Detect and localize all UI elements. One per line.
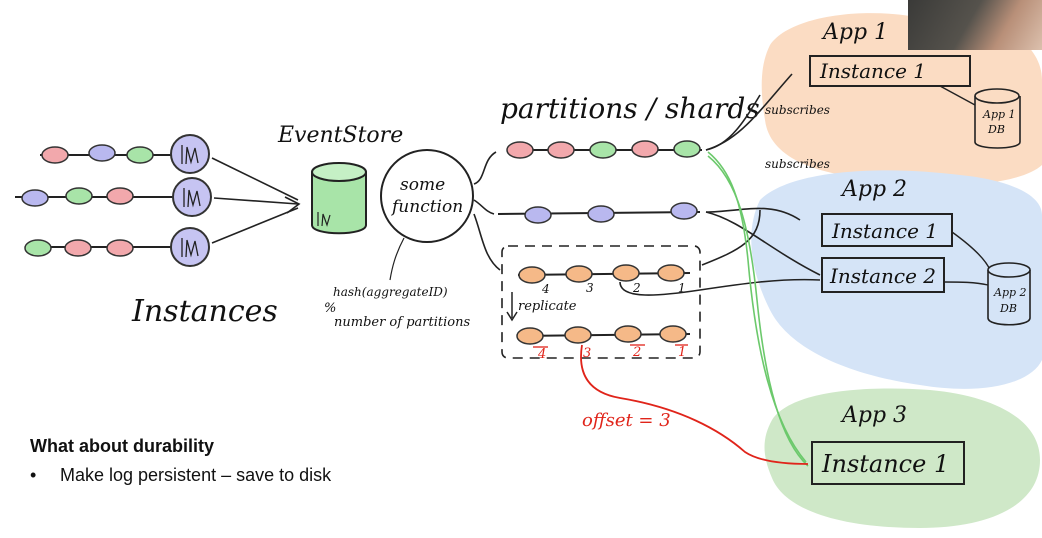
app2-database-icon: App 2 DB [987, 262, 1031, 326]
offset-label: offset = 3 [582, 410, 671, 431]
subscribes-label-2: subscribes [765, 157, 830, 171]
offset-num-bottom: 1 [678, 345, 686, 360]
offset-num-bottom: 2 [632, 345, 641, 360]
app1-title: App 1 [821, 20, 888, 45]
durability-notes: What about durability • Make log persist… [30, 436, 331, 486]
app2-instance2-label: Instance 2 [829, 264, 936, 288]
function-label-line2: function [390, 197, 463, 217]
partition-2 [497, 202, 701, 224]
event-red [106, 239, 134, 257]
event-blue [88, 144, 116, 162]
app1-instance-box [809, 55, 971, 87]
app2-title: App 2 [840, 177, 907, 202]
app3-title: App 3 [840, 403, 907, 428]
event-green [65, 187, 93, 205]
function-pointer [389, 237, 405, 281]
event-red [41, 146, 69, 164]
event-green [24, 239, 52, 257]
offset-num-top: 2 [632, 281, 641, 295]
instance-node [170, 227, 210, 267]
app2-db-label-line1: App 2 [993, 286, 1027, 299]
partition-3-leader [517, 264, 691, 284]
routing-brace [473, 151, 501, 271]
app3-area [764, 388, 1040, 528]
event-red [64, 239, 92, 257]
arrows-to-eventstore [211, 157, 301, 244]
hash-label-line3: number of partitions [334, 315, 470, 330]
subscribes-label-1: subscribes [765, 103, 830, 117]
partition-1 [506, 140, 702, 159]
app2-instance1-label: Instance 1 [831, 219, 938, 243]
eventstore-label: EventStore [277, 123, 403, 148]
partition-3-replica [516, 325, 691, 345]
offset-num-top: 3 [586, 281, 594, 295]
app1-database-icon: App 1 DB [974, 88, 1021, 149]
app2-area [751, 170, 1042, 389]
function-label-line1: some [400, 175, 445, 195]
replicate-arrow [506, 292, 518, 322]
app3-subscription-lines [707, 151, 809, 467]
instances-label: Instances [131, 294, 278, 329]
app2-instance1-box [821, 213, 953, 247]
app1-db-label-line2: DB [987, 123, 1005, 136]
partitions-label: partitions / shards [500, 92, 760, 125]
notes-bullet-text: Make log persistent – save to disk [60, 465, 332, 485]
some-function-node: some function [380, 149, 474, 243]
event-green [126, 146, 154, 164]
app2-db-links [943, 231, 991, 286]
eventstore-database-icon [311, 162, 367, 235]
app1-db-label-line1: App 1 [982, 108, 1016, 121]
webcam-video-overlay [908, 0, 1042, 50]
app3-instance-label: Instance 1 [821, 450, 949, 478]
app2-instance2-box [821, 257, 945, 293]
instance-node [170, 134, 210, 174]
app3-instance-box [811, 441, 965, 485]
app1-db-link [939, 85, 976, 106]
offset-pointer-line [580, 344, 809, 465]
app1-instance-label: Instance 1 [819, 59, 926, 83]
offset-num-top: 1 [678, 281, 686, 295]
offset-num-top: 4 [541, 282, 550, 296]
instance-event-rows [15, 134, 212, 267]
replicate-label: replicate [518, 299, 577, 314]
offset-num-bottom: 3 [583, 346, 591, 361]
hash-label-line1: hash(aggregateID) [333, 285, 448, 299]
offset-num-bottom: 4 [537, 347, 546, 362]
event-blue [21, 189, 49, 207]
notes-bullet-item: • Make log persistent – save to disk [30, 465, 331, 486]
instance-node [172, 177, 212, 217]
event-red [106, 187, 134, 205]
bullet-icon: • [30, 465, 37, 485]
notes-title: What about durability [30, 436, 214, 456]
app2-db-label-line2: DB [999, 302, 1017, 315]
partition-3-replica-box [501, 245, 701, 359]
hash-label-line2: % [324, 301, 336, 316]
